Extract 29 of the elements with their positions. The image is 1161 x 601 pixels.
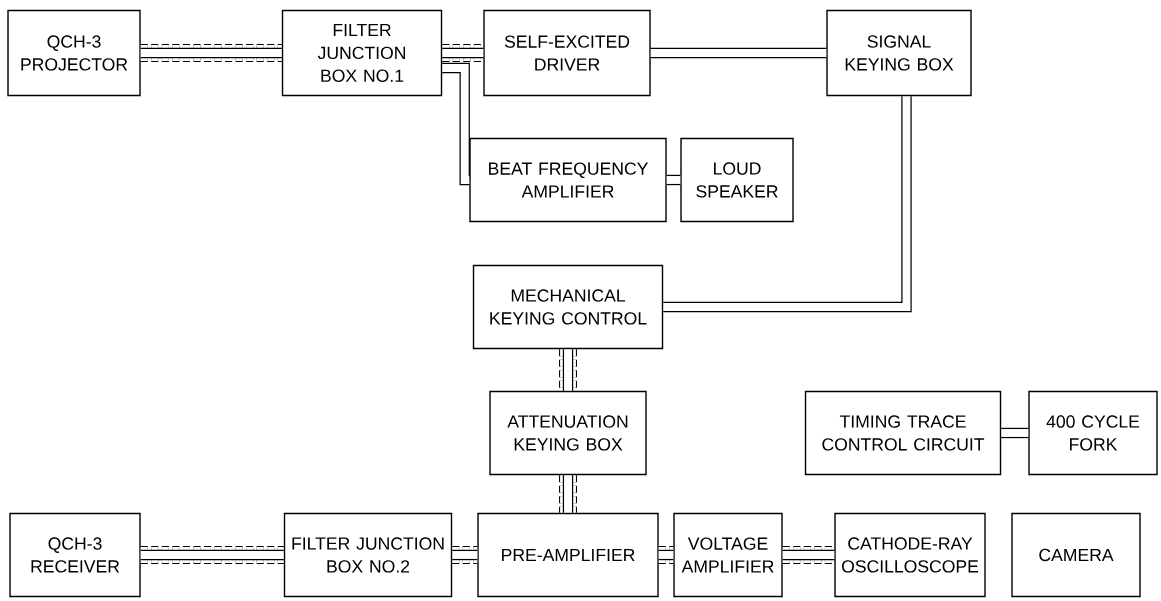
block-box: SIGNAL KEYING BOX (826, 9, 972, 97)
cable-line (442, 44, 484, 62)
cable-line (1001, 427, 1029, 439)
block-box: 400 CYCLE FORK (1028, 390, 1158, 476)
cable-line (658, 546, 674, 564)
block-box: ATTENUATION KEYING BOX (489, 390, 647, 476)
block-box: FILTER JUNCTION BOX NO.1 (281, 9, 443, 97)
cable-line (666, 174, 681, 186)
cable-line (140, 44, 282, 62)
block-box: QCH-3 PROJECTOR (7, 9, 141, 97)
block-box: PRE-AMPLIFIER (477, 512, 659, 598)
block-box: MECHANICAL KEYING CONTROL (472, 264, 664, 350)
block-box: CAMERA (1011, 512, 1141, 598)
block-box: TIMING TRACE CONTROL CIRCUIT (804, 390, 1002, 476)
cable-line (559, 475, 577, 513)
block-box: SELF-EXCITED DRIVER (483, 9, 651, 97)
cable-line (140, 546, 284, 564)
block-box: BEAT FREQUENCY AMPLIFIER (469, 137, 667, 223)
cable-line (442, 62, 470, 186)
cable-line (559, 349, 577, 391)
block-box: VOLTAGE AMPLIFIER (673, 512, 783, 598)
block-box: LOUD SPEAKER (680, 137, 794, 223)
block-box: QCH-3 RECEIVER (9, 512, 141, 598)
block-box: CATHODE-RAY OSCILLOSCOPE (834, 512, 986, 598)
block-box: FILTER JUNCTION BOX NO.2 (283, 512, 453, 598)
cable-line (452, 546, 478, 564)
cable-line (663, 96, 912, 313)
cable-line (782, 546, 835, 564)
cable-line (650, 47, 827, 59)
